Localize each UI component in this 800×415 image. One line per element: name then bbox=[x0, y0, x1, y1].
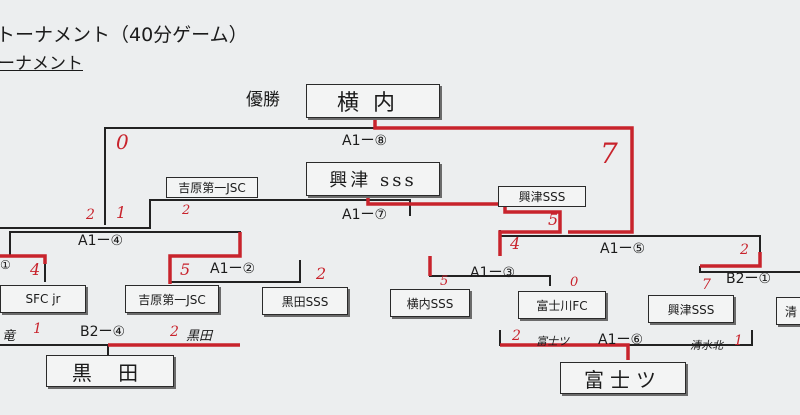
winner-path-b2-right bbox=[700, 252, 762, 268]
b2-winner-box: 黒 田 bbox=[46, 355, 174, 387]
page-title: トーナメント（40分ゲーム） bbox=[0, 24, 248, 46]
note-a16-fuji: 富士ツ bbox=[536, 335, 569, 348]
match-final: A1ー⑧ bbox=[342, 133, 388, 149]
team-yokouchi: 横内SSS bbox=[390, 289, 470, 317]
team-shimizu-partial: 清 bbox=[776, 297, 800, 325]
match-bottom-right: A1ー⑥ bbox=[598, 332, 644, 348]
note-b2-left-kuroda: 黒田 bbox=[186, 329, 213, 344]
score-final-left: 0 bbox=[116, 130, 129, 154]
match-qf-right: A1ー⑤ bbox=[600, 241, 646, 257]
score-b2-okitsu: 7 bbox=[702, 277, 711, 293]
score-qf-left-b: 5 bbox=[180, 260, 191, 279]
match-qf-left: A1ー④ bbox=[78, 233, 124, 249]
score-r1-fujikawa: 0 bbox=[570, 275, 579, 290]
score-a16-left: 2 bbox=[512, 328, 521, 344]
team-fujikawa: 富士川FC bbox=[518, 291, 606, 319]
match-r1-right: A1ー③ bbox=[470, 265, 516, 281]
note-a16-shimizu: 清水北 bbox=[690, 339, 723, 352]
score-r1-yokouchi: 5 bbox=[440, 274, 449, 289]
score-semi-left-a: 2 bbox=[86, 207, 95, 223]
score-qf-right-a: 4 bbox=[510, 234, 521, 253]
match-left-edge: ① bbox=[0, 258, 11, 272]
winner-path-final bbox=[373, 118, 634, 234]
score-qf-left-a: 4 bbox=[30, 260, 41, 279]
winner-path-semi bbox=[366, 196, 562, 256]
okitsu-tag: 興津SSS bbox=[498, 186, 586, 207]
winner-path-a16 bbox=[500, 343, 630, 360]
score-qf-right-b: 2 bbox=[740, 242, 749, 258]
champion-label: 優勝 bbox=[246, 90, 280, 110]
note-b2-left-partial: 竜 bbox=[2, 329, 16, 344]
match-b2-left: B2ー④ bbox=[80, 324, 126, 340]
winner-path-qf-left bbox=[168, 232, 242, 284]
score-a16-right: 1 bbox=[734, 333, 743, 349]
score-r1-kuroda: 2 bbox=[316, 264, 327, 283]
score-semi-yoshiwara: 2 bbox=[182, 203, 191, 218]
score-b2-left-a: 1 bbox=[33, 321, 42, 337]
score-final-right: 7 bbox=[600, 137, 618, 170]
a16-winner-box: 富士ツ bbox=[560, 362, 686, 394]
page-subtitle: ーナメント bbox=[0, 54, 83, 74]
match-semi-left: A1ー⑦ bbox=[342, 207, 388, 223]
team-kuroda: 黒田SSS bbox=[262, 287, 348, 315]
match-r1-left: A1ー② bbox=[210, 261, 256, 277]
finalist-top-box: 興津 sss bbox=[306, 162, 440, 196]
team-sfc: SFC jr bbox=[0, 285, 86, 313]
score-semi-okitsu: 5 bbox=[548, 210, 559, 229]
champion-box: 横内 bbox=[306, 84, 440, 118]
yoshiwara-tag: 吉原第一JSC bbox=[166, 177, 258, 198]
score-semi-left-b: 1 bbox=[116, 203, 127, 222]
winner-path-left bbox=[0, 254, 47, 264]
score-b2-left-b: 2 bbox=[170, 324, 179, 340]
match-b2-right: B2ー① bbox=[726, 271, 772, 287]
team-yoshiwara: 吉原第一JSC bbox=[125, 285, 219, 313]
team-okitsu: 興津SSS bbox=[648, 295, 734, 323]
b2-right-bracket bbox=[699, 266, 800, 273]
